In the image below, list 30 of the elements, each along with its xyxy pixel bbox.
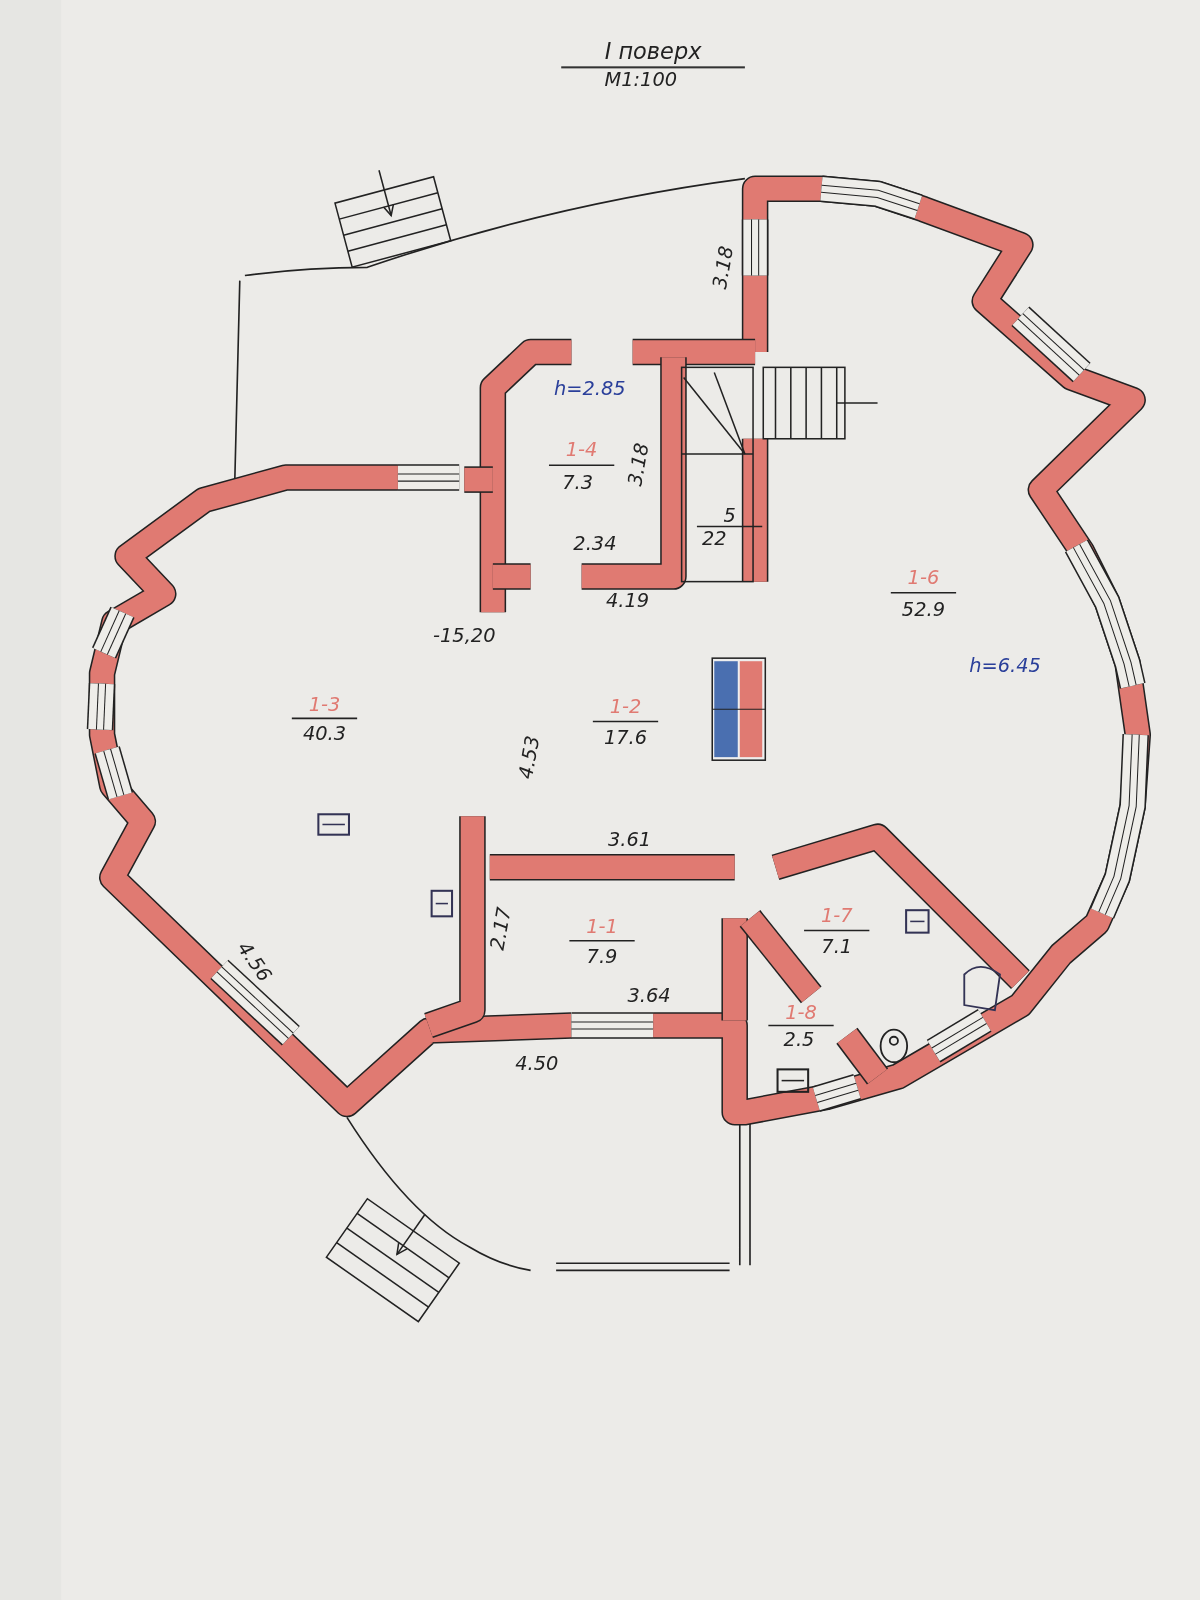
room-label: 1-6 (907, 565, 940, 588)
dimension-label: 2.34 (573, 531, 617, 555)
dimension-label: 3.18 (707, 244, 738, 291)
room-label: 17.6 (603, 725, 648, 748)
room-label: 5 (723, 504, 736, 527)
room-label: 7.3 (562, 470, 593, 493)
room-label: 1-1 (586, 914, 618, 937)
dimension-label: 3.18 (622, 441, 653, 488)
room-label: 1-8 (785, 1001, 817, 1024)
room-label: 22 (701, 526, 727, 549)
room-label: 1-7 (820, 904, 853, 927)
floor-title: I поверх (561, 38, 745, 69)
room-label: 7.9 (586, 944, 618, 968)
dimension-label: h=6.45 (969, 654, 1041, 677)
dimension-label: 4.19 (605, 588, 650, 612)
room-label: 1-4 (565, 437, 598, 461)
scale-label: М1:100 (604, 67, 678, 90)
dimension-label: 4.53 (513, 733, 544, 781)
dimension-label: 4.50 (515, 1052, 559, 1075)
dimension-label: 2.17 (485, 905, 515, 952)
room-label: 7.1 (821, 934, 853, 958)
room-label: 52.9 (901, 597, 946, 621)
room-label: 40.3 (302, 721, 347, 744)
dimension-label: 3.61 (608, 827, 652, 850)
room-label: 1-2 (609, 694, 642, 718)
dimension-label: -15,20 (433, 623, 496, 646)
room-label: 2.5 (783, 1027, 815, 1050)
room-label: 1-3 (308, 692, 341, 716)
dimension-label: 3.64 (627, 983, 671, 1007)
dimension-label: h=2.85 (553, 376, 626, 399)
